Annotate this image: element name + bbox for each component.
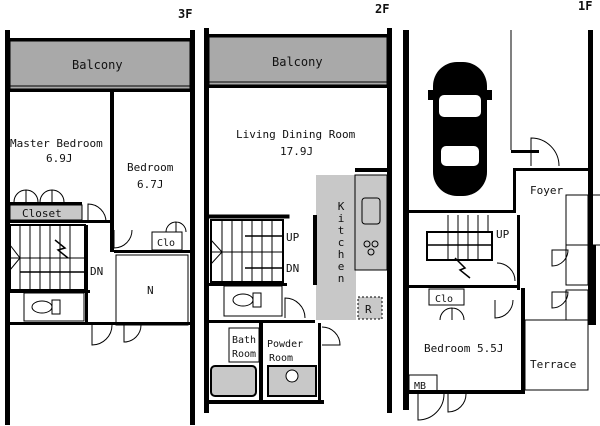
wardrobe-doors-3f [13,189,65,203]
floor-label-1f: 1F [578,0,592,13]
balcony-label-3f: Balcony [72,58,123,72]
floor-label-3f: 3F [178,7,192,21]
wall-left-3f [5,30,10,425]
powder-label-line1: Powder [267,339,303,350]
bedroom-size-3f: 6.7J [137,178,164,191]
bath-label-line1: Bath [232,335,256,346]
door-entry-1f [417,393,445,421]
kitchen-counter-2f [354,174,388,271]
toilet-3f [31,299,61,315]
wall-top-3f [5,38,195,41]
floor-label-2f: 2F [375,2,389,16]
bathtub-2f [210,365,257,397]
terrace-1f [524,319,589,391]
terrace-label: Terrace [530,358,576,371]
balcony-2f [208,36,388,86]
clo-label-1f: Clo [435,294,453,305]
mb-label: MB [414,381,426,392]
bedroom-label-3f: Bedroom [127,161,174,174]
stair-dn-label-2f: DN [286,262,299,275]
refrigerator-2f [357,296,383,320]
stair-up-label-2f: UP [286,231,300,244]
door-toilet-3f [91,324,113,346]
foyer-label: Foyer [530,184,563,197]
balcony-label-2f: Balcony [272,55,323,69]
n-label-3f: N [147,284,154,297]
closet-label: Closet [22,207,62,220]
stairs-2f [208,214,290,283]
bath-label-line2: Room [232,349,256,360]
wall-right-3f [190,30,195,425]
door-closet-3f [87,203,107,223]
living-size: 17.9J [280,145,313,158]
partition-3f [110,92,114,212]
balcony-3f [9,40,191,90]
master-bedroom-label: Master Bedroom [10,137,103,150]
stair-dn-label-3f: DN [90,265,103,278]
washbasin-2f [267,365,317,397]
master-bedroom-size: 6.9J [46,152,73,165]
kitchen-2f [316,175,356,320]
stairs-3f [9,224,86,291]
toilet-2f [232,292,262,308]
clo-label-3f: Clo [157,238,175,249]
floor-1f: 1F Foyer [403,0,600,421]
bedroom-label-1f: Bedroom 5.5J [424,342,503,355]
car-icon [428,62,492,196]
stove-2f [363,240,379,256]
powder-label-line2: Room [269,353,293,364]
stair-up-label-1f: UP [496,228,510,241]
floor-3f: 3F Balcony Master Bedroom 6.9J Bedroom 6… [5,7,195,425]
living-label: Living Dining Room [236,128,356,141]
stairs-1f [426,215,493,279]
r-label-2f: R [365,303,372,316]
